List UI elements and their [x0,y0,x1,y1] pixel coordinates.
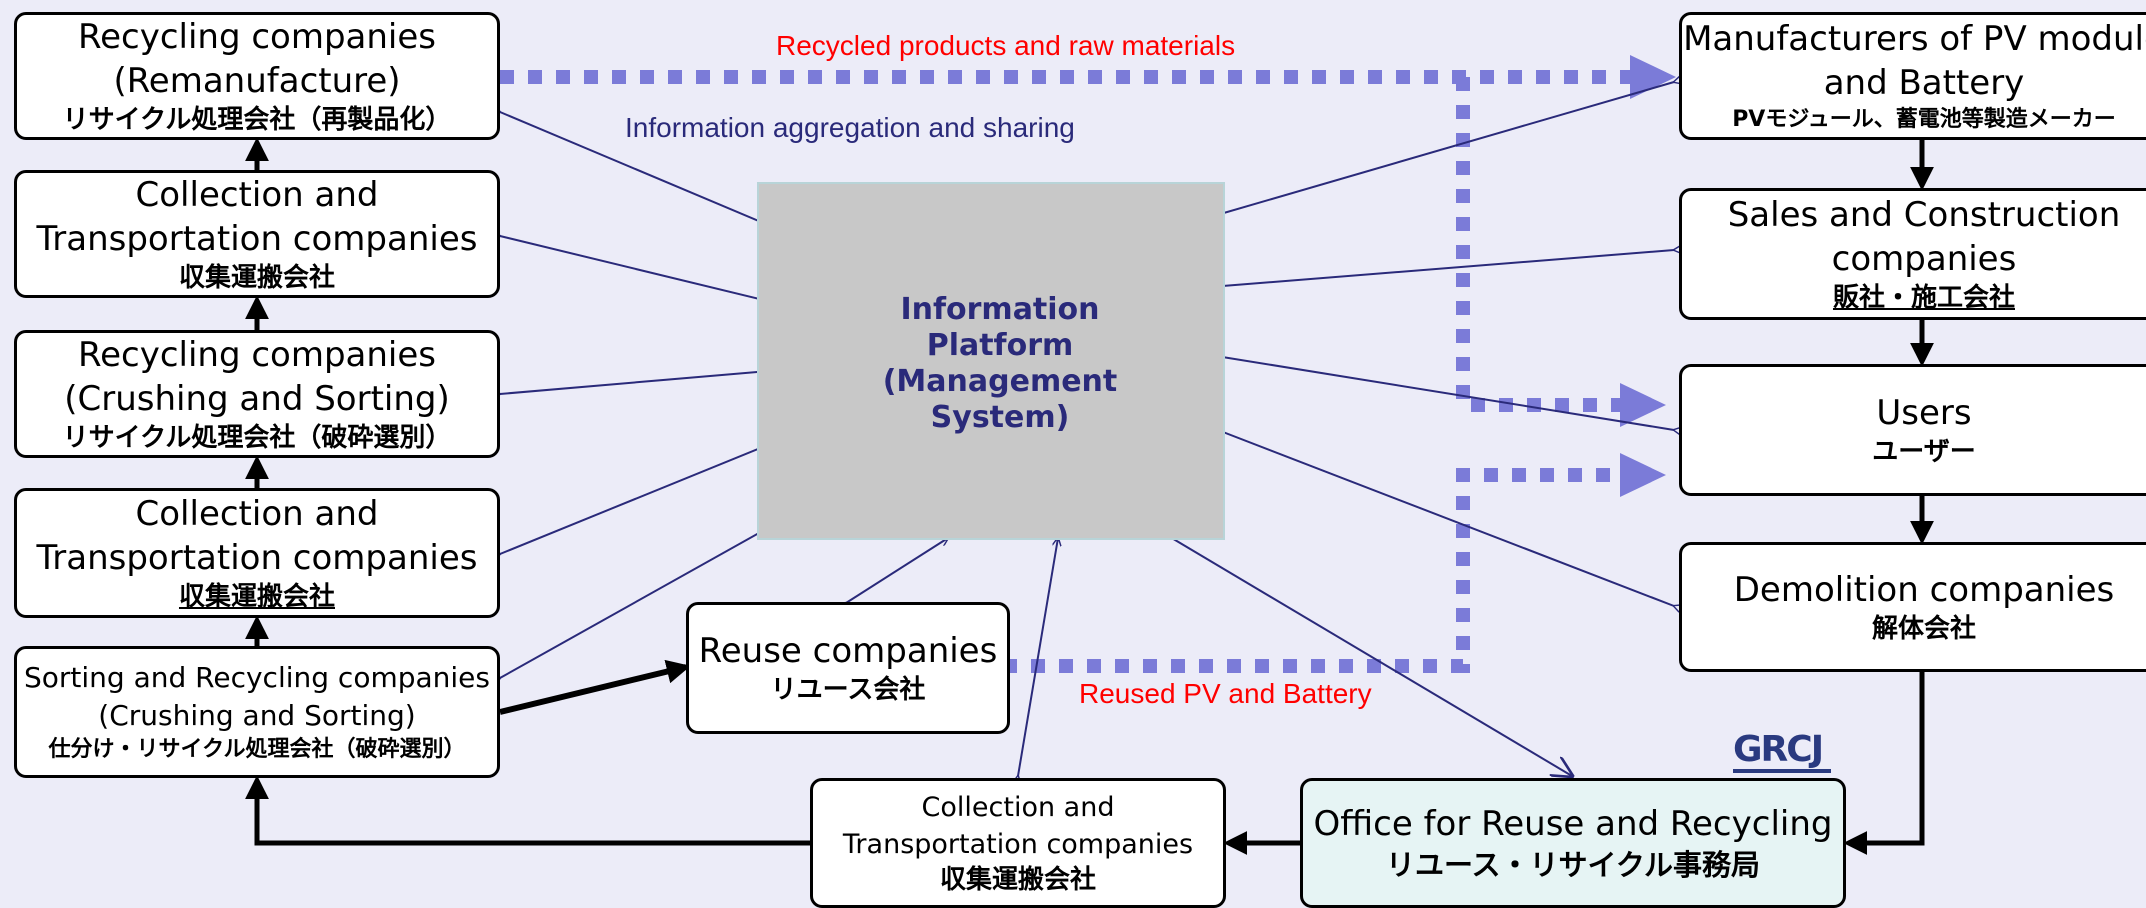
recycled-products-label: Recycled products and raw materials [776,30,1236,61]
box-en-line: Office for Reuse and Recycling [1313,804,1833,844]
box-jp-line: 販社・施工会社 [1832,283,2015,313]
platform-title-line: Information [900,292,1100,327]
collection-transport-box-2: Collection and Transportation companies … [14,488,500,618]
box-en-line: Manufacturers of PV module [1683,19,2146,59]
info-link-arrow [846,538,948,603]
info-link-arrow [1165,534,1572,776]
box-en-line: Transportation companies [36,219,478,259]
recycling-remanufacture-box: Recycling companies (Remanufacture) リサイク… [14,12,500,140]
logo-underline [1733,769,1831,773]
platform-title-line: System) [930,400,1070,435]
platform-title-line: (Management [882,364,1118,399]
info-link-arrow [1210,427,1674,606]
office-reuse-recycling-box: Office for Reuse and Recycling リユース・リサイク… [1300,778,1846,908]
info-link-arrow [500,112,780,230]
box-jp-line: 仕分け・リサイクル処理会社（破砕選別） [48,737,466,762]
box-en-line: Collection and [135,175,379,215]
box-en-line: Sorting and Recycling companies [23,661,490,694]
box-en-line: Collection and [921,792,1115,823]
collection-transport-box-3: Collection and Transportation companies … [810,778,1226,908]
platform-title: Information Platform (Management System) [880,292,1120,436]
process-flow-arrow [245,775,810,846]
box-en-line: (Remanufacture) [113,61,401,101]
box-en-line: (Crushing and Sorting) [64,379,450,419]
logo-text: GRCJ [1733,729,1824,770]
box-jp-line: PVモジュール、蓄電池等製造メーカー [1732,107,2116,132]
collection-transport-box-1: Collection and Transportation companies … [14,170,500,298]
process-flow-arrow [499,659,691,715]
demolition-box: Demolition companies 解体会社 [1679,542,2146,672]
box-jp-line: リユース会社 [770,675,926,705]
manufacturers-box: Manufacturers of PV module and Battery P… [1679,12,2146,140]
sorting-recycling-box: Sorting and Recycling companies (Crushin… [14,646,500,778]
information-platform [757,182,1225,540]
box-en-line: Demolition companies [1733,570,2115,610]
box-en-line: Reuse companies [698,631,998,671]
flow-arrowhead-icon [1620,453,1666,497]
info-link-arrow [1210,82,1674,217]
box-jp-line: ユーザー [1872,437,1976,467]
box-en-line: (Crushing and Sorting) [98,699,416,732]
box-jp-line: 収集運搬会社 [939,865,1096,895]
box-en-line: Transportation companies [842,829,1194,860]
info-sharing-label: Information aggregation and sharing [625,112,1075,143]
box-en-line: Recycling companies [77,17,436,57]
box-en-line: Transportation companies [36,538,478,578]
info-link-arrow [500,370,780,394]
box-jp-line: リサイクル処理会社（再製品化） [62,105,452,135]
box-jp-line: 解体会社 [1871,614,1976,644]
box-en-line: Users [1876,393,1972,433]
info-link-arrow [500,440,780,554]
box-en-line: Sales and Construction [1727,195,2121,235]
flow-arrowhead-icon [1620,383,1666,427]
box-en-line: Collection and [135,494,379,534]
box-en-line: and Battery [1823,63,2025,103]
users-box: Users ユーザー [1679,364,2146,496]
box-jp-line: リサイクル処理会社（破砕選別） [62,423,452,453]
info-link-arrow [500,510,800,678]
process-flow-arrow [1843,672,1925,855]
reused-pv-label: Reused PV and Battery [1079,678,1372,709]
info-link-arrow [500,236,780,304]
box-en-line: Recycling companies [77,335,436,375]
info-link-arrow [1210,355,1674,430]
recycling-crushing-box: Recycling companies (Crushing and Sortin… [14,330,500,458]
info-link-arrow [1018,538,1058,776]
box-jp-line: リユース・リサイクル事務局 [1385,848,1761,882]
platform-title-line: Platform [926,328,1074,363]
info-link-arrow [1210,250,1674,287]
dotted-flow-line [1456,77,1640,412]
box-en-line: companies [1831,239,2017,279]
grcj-logo: GRCJ [1733,729,1837,773]
reuse-companies-box: Reuse companies リユース会社 [686,602,1010,734]
box-jp-line: 収集運搬会社 [178,582,335,612]
sales-construction-box: Sales and Construction companies 販社・施工会社 [1679,188,2146,320]
box-jp-line: 収集運搬会社 [178,263,335,293]
